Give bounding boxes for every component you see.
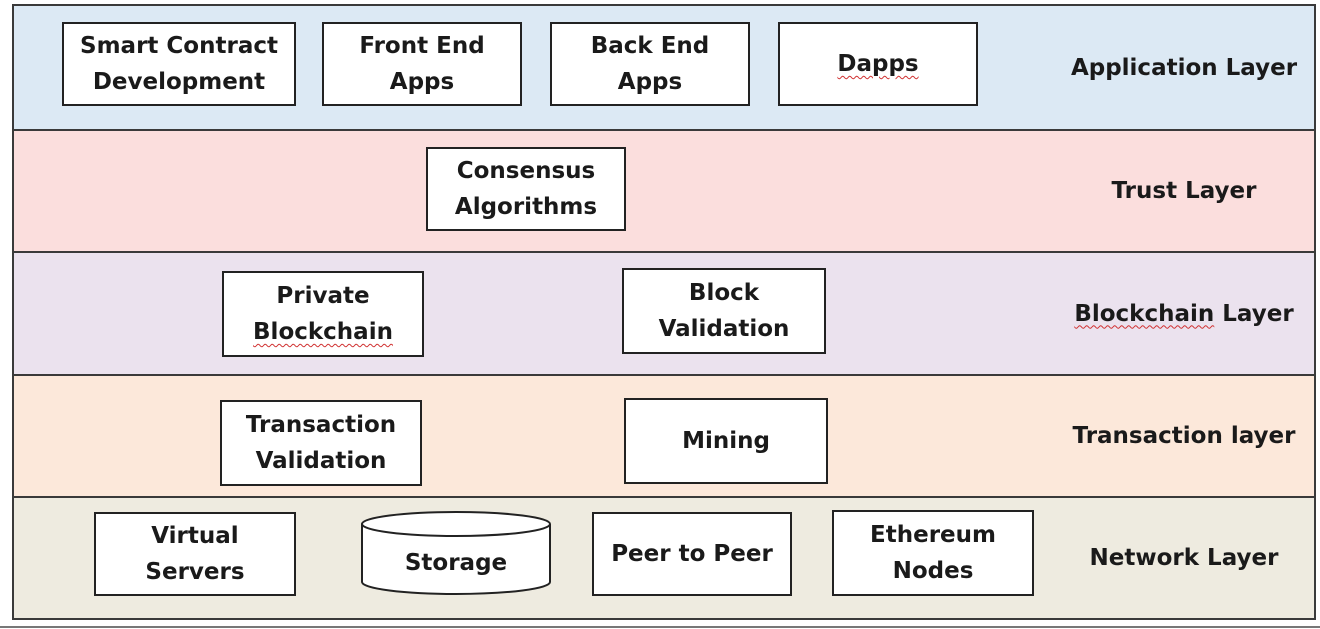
consensus-algorithms-box: Consensus Algorithms <box>426 147 626 231</box>
front-end-apps-box: Front End Apps <box>322 22 522 106</box>
virtual-servers-box: Virtual Servers <box>94 512 296 596</box>
private-blockchain-bottom: Blockchain <box>253 319 393 345</box>
transaction-layer: Transaction Validation Mining Transactio… <box>14 374 1314 496</box>
mining-box: Mining <box>624 398 828 484</box>
blockchain-layer-label-rest: Layer <box>1214 300 1294 327</box>
blockchain-layer-label: Blockchain Layer <box>1074 253 1294 374</box>
private-blockchain-top: Private <box>276 283 370 309</box>
transaction-validation-box: Transaction Validation <box>220 400 422 486</box>
application-layer-label: Application Layer <box>1070 54 1298 81</box>
trust-layer: Consensus Algorithms Trust Layer <box>14 129 1314 251</box>
smart-contract-development-box: Smart Contract Development <box>62 22 296 106</box>
application-layer: Smart Contract Development Front End App… <box>14 6 1314 129</box>
blockchain-layer: Private Blockchain Block Validation Bloc… <box>14 251 1314 374</box>
ethereum-nodes-box: Ethereum Nodes <box>832 510 1034 596</box>
peer-to-peer-box: Peer to Peer <box>592 512 792 596</box>
trust-layer-label: Trust Layer <box>1111 178 1257 204</box>
cylinder-database-icon <box>361 511 551 595</box>
storage-cylinder: Storage <box>360 510 552 596</box>
dapps-box: Dapps <box>778 22 978 106</box>
network-layer-label: Network Layer <box>1089 545 1279 571</box>
storage-label: Storage <box>404 550 508 576</box>
private-blockchain-box: Private Blockchain <box>222 271 424 357</box>
blockchain-layer-label-word: Blockchain <box>1074 300 1215 327</box>
block-validation-box: Block Validation <box>622 268 826 354</box>
transaction-layer-label: Transaction layer <box>1072 423 1296 449</box>
blockchain-architecture-diagram: Smart Contract Development Front End App… <box>12 4 1316 620</box>
network-layer: Virtual Servers Storage Peer to Peer Eth… <box>14 496 1314 618</box>
bottom-divider <box>0 626 1320 628</box>
back-end-apps-box: Back End Apps <box>550 22 750 106</box>
dapps-label: Dapps <box>837 51 919 77</box>
